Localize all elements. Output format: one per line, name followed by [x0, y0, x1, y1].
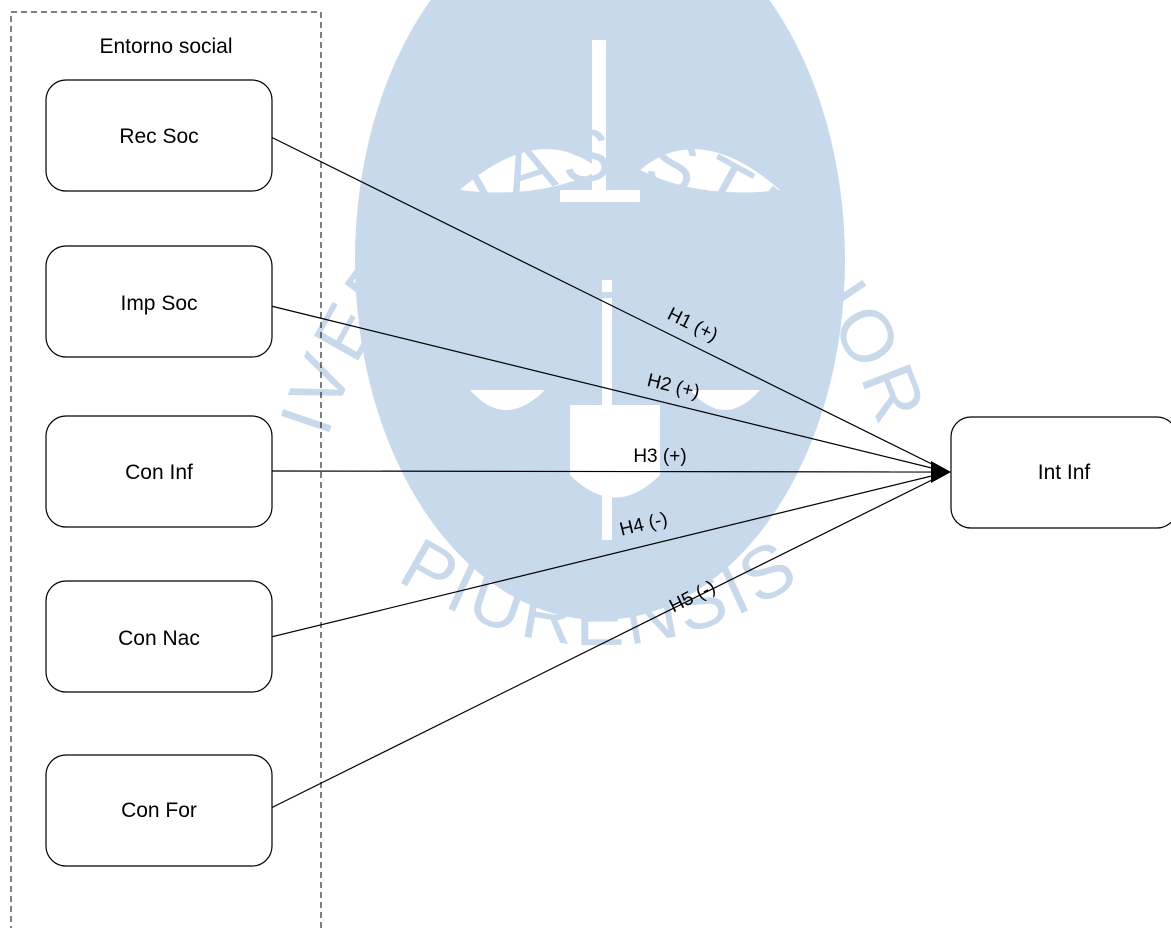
group-border — [10, 11, 322, 928]
edge-h1 — [270, 136, 949, 473]
node-con-nac-label: Con Nac — [118, 627, 200, 650]
group-entorno-social: Entorno social — [10, 11, 322, 928]
node-int-inf: Int Inf — [950, 416, 1171, 529]
edges — [270, 136, 949, 809]
edge-h5 — [270, 471, 949, 809]
node-rec-soc-label: Rec Soc — [119, 125, 198, 148]
node-int-inf-label: Int Inf — [1038, 461, 1091, 484]
node-rec-soc: Rec Soc — [45, 79, 273, 192]
wings-icon — [460, 149, 780, 193]
edge-h3 — [270, 470, 949, 473]
node-con-nac: Con Nac — [45, 580, 273, 693]
rose-shield-icon — [570, 405, 660, 498]
node-imp-soc: Imp Soc — [45, 245, 273, 358]
edge-h2 — [270, 305, 949, 473]
edge-label-h3: H3 (+) — [633, 446, 686, 467]
node-con-inf: Con Inf — [45, 415, 273, 528]
arrowhead-icon — [931, 461, 951, 483]
group-title: Entorno social — [99, 35, 232, 58]
node-imp-soc-label: Imp Soc — [120, 292, 197, 315]
scales-icon — [469, 292, 761, 410]
node-con-inf-label: Con Inf — [125, 461, 193, 484]
edge-h4 — [270, 471, 949, 638]
node-con-for: Con For — [45, 754, 273, 867]
node-con-for-label: Con For — [121, 799, 197, 822]
